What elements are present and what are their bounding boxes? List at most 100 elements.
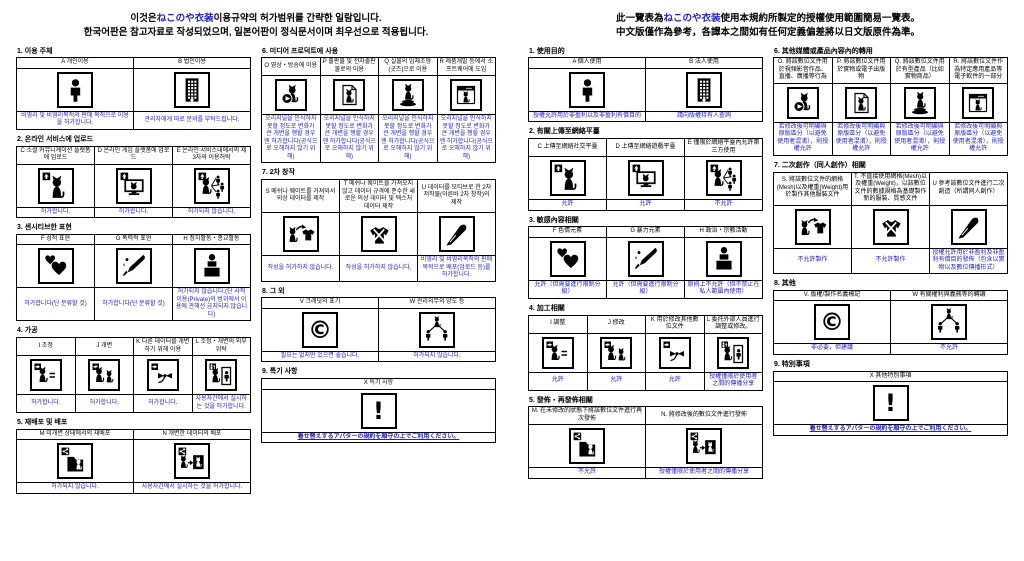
publication-icon [854, 92, 869, 113]
icon-box: ! [872, 385, 909, 422]
icon-box [37, 167, 74, 204]
section-title: 7. 2차 창작 [262, 169, 295, 177]
cell-text: 請向版權持有人查詢 [645, 110, 763, 123]
section-title: 6. 미디어 프로덕트에 사용 [262, 47, 339, 55]
icon-box [438, 216, 475, 253]
cell-text: 允許 [528, 199, 607, 211]
cell-text: 허가합니다. [16, 206, 95, 219]
cell-text: 관리자에게 따로 문의를 부탁드립니다. [133, 110, 251, 130]
icon-box [569, 71, 605, 108]
cell-label: V. 版權/製作名義標記 [773, 289, 891, 302]
cell-label: U 參考該數位文件進行二次創造（所謂同人創作） [929, 171, 1008, 206]
cell-label: F 성적 표현 [16, 233, 95, 246]
cell-icon [929, 204, 1008, 249]
icon-box [174, 443, 210, 480]
cell-label: N 개변한 데이터의 배포 [133, 428, 251, 441]
cell-text: 작성을 허가하지 않습니다. [261, 255, 340, 282]
panel-korean: 이것은ねこのや衣装이용규약의 허가범위를 간략한 일람입니다.한국어판은 참고자… [16, 13, 496, 494]
cell-text: 오리지널을 인식하지 못할 정도로 변화가 큰 개변을 행할 경우엔 허가합니다… [378, 114, 438, 164]
cell-icon [773, 204, 852, 249]
cell-label: M. 在未修改的狀態下將該數位文件進行再次發佈 [528, 406, 646, 426]
icon-box: © [814, 304, 850, 341]
cell-text: 사용자간에서 실시하는 것을 허가합니다. [133, 482, 251, 494]
cell-icon [528, 424, 646, 469]
cell-text: 不允許 [890, 343, 1008, 355]
cell-label: B 법인이용 [133, 57, 251, 69]
cell-icon: ! [773, 381, 1008, 426]
icon-box [193, 167, 230, 204]
third-party-network-icon [198, 172, 224, 199]
cell-text: 若修改後可明顯與原版區分（以避免使用者混淆），則授權允許 [948, 121, 1008, 156]
cell-label: H 정치활동・종교활동 [172, 233, 251, 246]
cell-icon [319, 75, 379, 116]
section-title: 9. 特別事項 [774, 360, 810, 368]
game-upload-icon [632, 164, 656, 188]
social-upload-icon [554, 164, 576, 190]
cell-text: 허가합니다. [16, 394, 76, 414]
cell-icon [417, 212, 496, 257]
cell-icon [436, 75, 496, 116]
cell-icon [684, 156, 763, 201]
cell-label: D 온라인 게임 플랫폼에 업로드 [94, 145, 173, 165]
cell-icon [528, 156, 607, 201]
cell-label: K 用於修改其他數位文件 [645, 314, 705, 334]
cell-icon [339, 212, 418, 257]
cell-label: F 色情元素 [528, 226, 607, 238]
section-title: 7. 二次創作（同人創作）相關 [774, 161, 866, 169]
cell-label: O 영상・방송에 이용 [261, 57, 321, 77]
cell-text: 사용자간에서 실시하는 것을 허가합니다. [191, 394, 251, 414]
cell-text: 작성을 허가하지 않습니다. [339, 255, 418, 282]
mesh-costume-icon [288, 224, 314, 243]
cell-label: S. 將該數位文件的網格(Mesh)以及權重(Weight)用於製作其他服裝文件 [773, 171, 852, 206]
social-upload-icon [42, 172, 64, 198]
icon-box [569, 428, 605, 465]
icon-box [931, 304, 967, 341]
icon-box [903, 86, 936, 119]
icon-box [146, 359, 179, 392]
section-title: 3. 敏感內容相關 [529, 216, 579, 224]
section-title: 1. 이용 주체 [17, 47, 53, 55]
redistribute-icon [61, 447, 84, 472]
adjust-icon [546, 341, 567, 360]
cell-label: I 조정 [16, 337, 76, 357]
cell-label: Q. 將該數位文件用於有型產品（比如實物商品） [890, 57, 950, 84]
header-line2: 한국어판은 참고자료로 작성되었으며, 일본어판이 정식문서이며 최우선으로 적… [83, 26, 429, 38]
icon-box [845, 86, 878, 119]
cell-icon: © [773, 300, 891, 345]
cell-icon [133, 355, 193, 396]
icon-box: ! [360, 392, 397, 429]
hearts-icon [44, 255, 66, 276]
section-table: X 其他特別事項!着せ替えするアバターの規約を順守の上でご利用ください。 [773, 370, 1008, 436]
cell-text: 허가합니다. [94, 206, 173, 219]
cell-text: 허가합니다(단 분류할 것) [94, 287, 173, 322]
cell-label: G 暴力元素 [606, 226, 685, 238]
section-title: 1. 使用目的 [529, 47, 565, 55]
icon-box [274, 79, 307, 112]
cell-label: A 개인이용 [16, 57, 134, 69]
icon-box [282, 216, 319, 253]
cell-label: X 其他特別事項 [773, 370, 1008, 383]
cell-text: 若修改後可明顯與原版區分（以避免使用者混淆），則授權允許 [831, 121, 891, 156]
cell-icon [261, 75, 321, 116]
icon-box [88, 359, 121, 392]
modify-icon [604, 341, 626, 361]
cell-icon [645, 424, 763, 469]
cell-label: B 法人使用 [645, 57, 763, 69]
video-icon [281, 84, 298, 105]
cell-icon [890, 300, 1008, 345]
cell-icon [645, 67, 763, 112]
software-icon [457, 86, 476, 105]
icon-box [705, 160, 742, 197]
section-title: 2. 온라인 서비스에 업로드 [17, 135, 94, 143]
